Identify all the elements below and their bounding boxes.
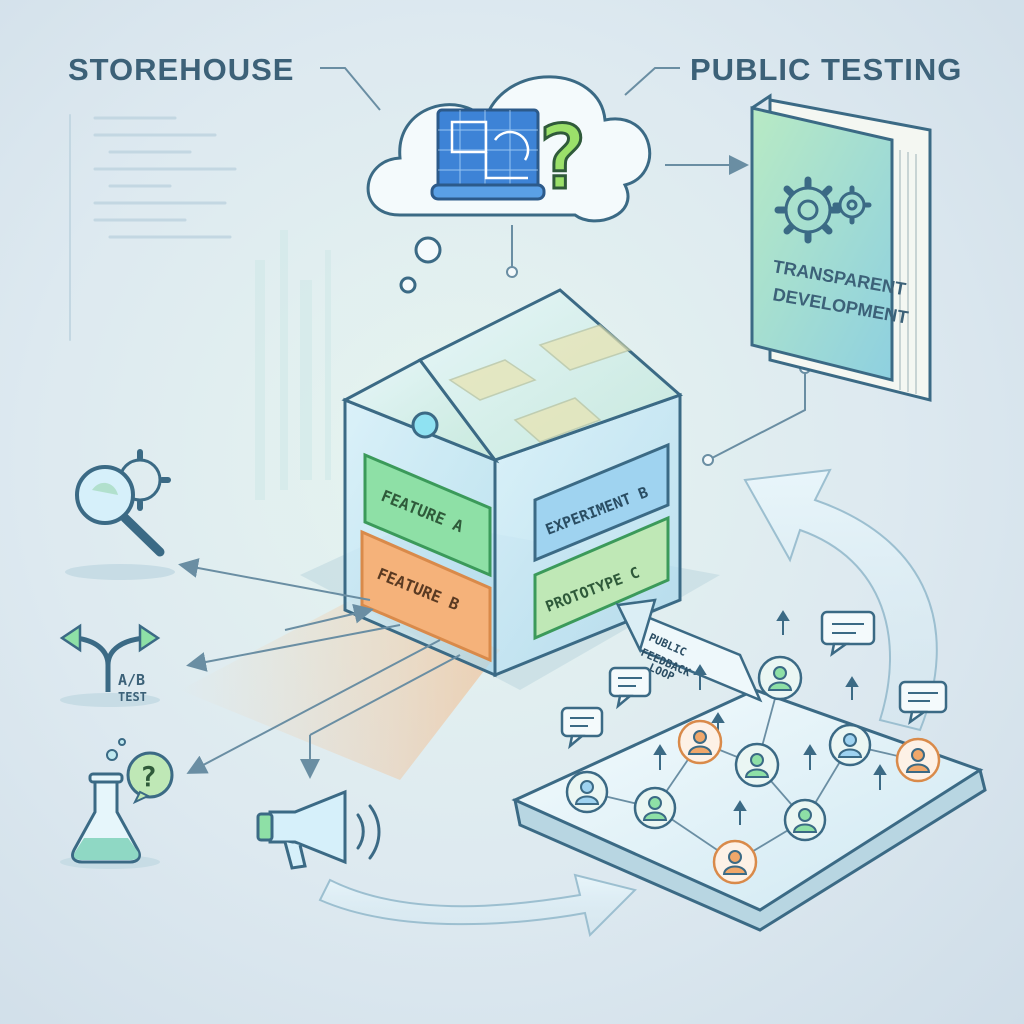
storehouse-title: STOREHOUSE bbox=[68, 52, 294, 87]
user-avatars bbox=[565, 655, 941, 885]
user-avatar-icon bbox=[828, 723, 872, 767]
small-gear-icon bbox=[832, 185, 872, 225]
upward-arrows bbox=[653, 610, 887, 825]
connector-node bbox=[702, 454, 714, 466]
feature-a-panel: FEATURE A bbox=[363, 452, 492, 578]
chat-bubbles bbox=[560, 610, 948, 750]
flask-question-icon: ? bbox=[60, 738, 174, 869]
sweep-arrow-right bbox=[743, 468, 938, 732]
transparent-development-book: TRANSPARENT DEVELOPMENT bbox=[750, 93, 932, 402]
blueprint-icon bbox=[430, 108, 546, 201]
tool-arrows bbox=[178, 558, 461, 779]
ab-test-icon: A/B TEST bbox=[59, 623, 161, 707]
flask-question-mark: ? bbox=[140, 760, 157, 793]
light-columns-decoration bbox=[255, 230, 331, 500]
gear-icon bbox=[774, 176, 842, 244]
user-avatar-icon bbox=[565, 770, 609, 814]
chat-bubble-icon bbox=[608, 666, 652, 710]
chat-bubble-icon bbox=[560, 706, 604, 750]
user-avatar-icon bbox=[783, 798, 827, 842]
code-lines-decoration bbox=[69, 114, 237, 341]
user-avatar-icon bbox=[757, 655, 803, 701]
chat-bubble-icon bbox=[898, 680, 948, 725]
user-avatar-icon bbox=[712, 839, 758, 885]
user-avatar-icon bbox=[734, 742, 780, 788]
public-testing-title: PUBLIC TESTING bbox=[690, 52, 962, 87]
ab-test-label-line1: A/B bbox=[118, 671, 145, 689]
connector-lines bbox=[320, 67, 806, 459]
question-mark-icon: ? bbox=[535, 106, 588, 209]
connector-node bbox=[506, 266, 518, 278]
feature-b-panel: FEATURE B bbox=[360, 529, 492, 663]
user-avatar-icon bbox=[677, 719, 723, 765]
magnifier-gear-icon bbox=[65, 449, 175, 580]
user-avatar-icon bbox=[633, 786, 677, 830]
user-avatar-icon bbox=[895, 737, 941, 783]
ab-test-label-line2: TEST bbox=[118, 690, 147, 704]
sweep-arrow-bottom bbox=[318, 873, 637, 937]
feedback-loop-banner: PUBLIC FEEDBACK LOOP bbox=[615, 598, 763, 703]
chat-bubble-icon bbox=[820, 610, 876, 657]
vent-window bbox=[411, 411, 439, 439]
megaphone-icon bbox=[256, 789, 381, 870]
